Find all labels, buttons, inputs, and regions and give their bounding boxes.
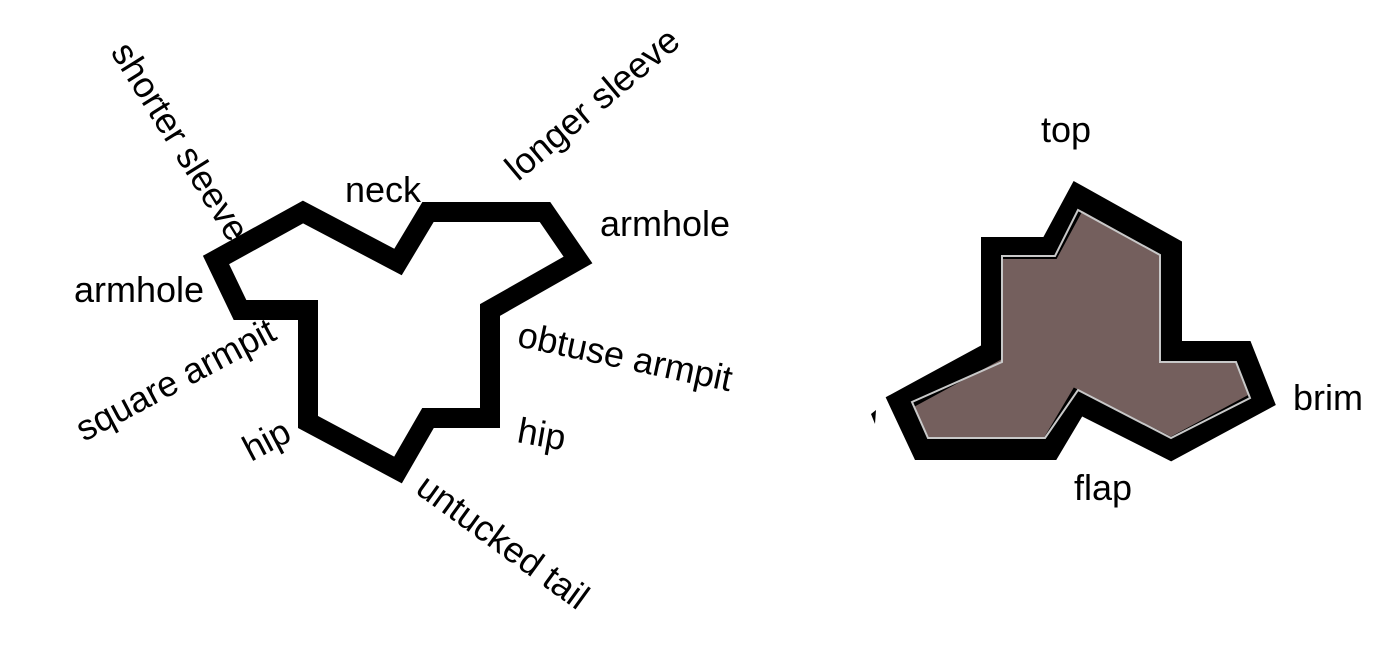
shirt-figure: shorter sleeve neck longer sleeve armhol… [69, 19, 737, 617]
label-flap: flap [1074, 467, 1132, 508]
label-hip-right: hip [515, 410, 569, 459]
hat-shape [885, 180, 1276, 462]
hat-edge-mark [871, 410, 876, 424]
hat-figure: top brim flap [871, 109, 1363, 508]
label-obtuse-armpit: obtuse armpit [514, 314, 736, 399]
label-top: top [1041, 109, 1091, 150]
label-neck: neck [345, 169, 422, 210]
label-untucked-tail: untucked tail [409, 465, 597, 617]
label-hip-left: hip [236, 410, 298, 469]
label-brim: brim [1293, 377, 1363, 418]
hat-inner-edge [910, 208, 1252, 440]
label-armhole-right: armhole [600, 203, 730, 244]
label-armhole-left: armhole [74, 269, 204, 310]
label-longer-sleeve: longer sleeve [497, 19, 687, 188]
label-shorter-sleeve: shorter sleeve [103, 35, 258, 248]
shirt-shape [202, 200, 593, 484]
